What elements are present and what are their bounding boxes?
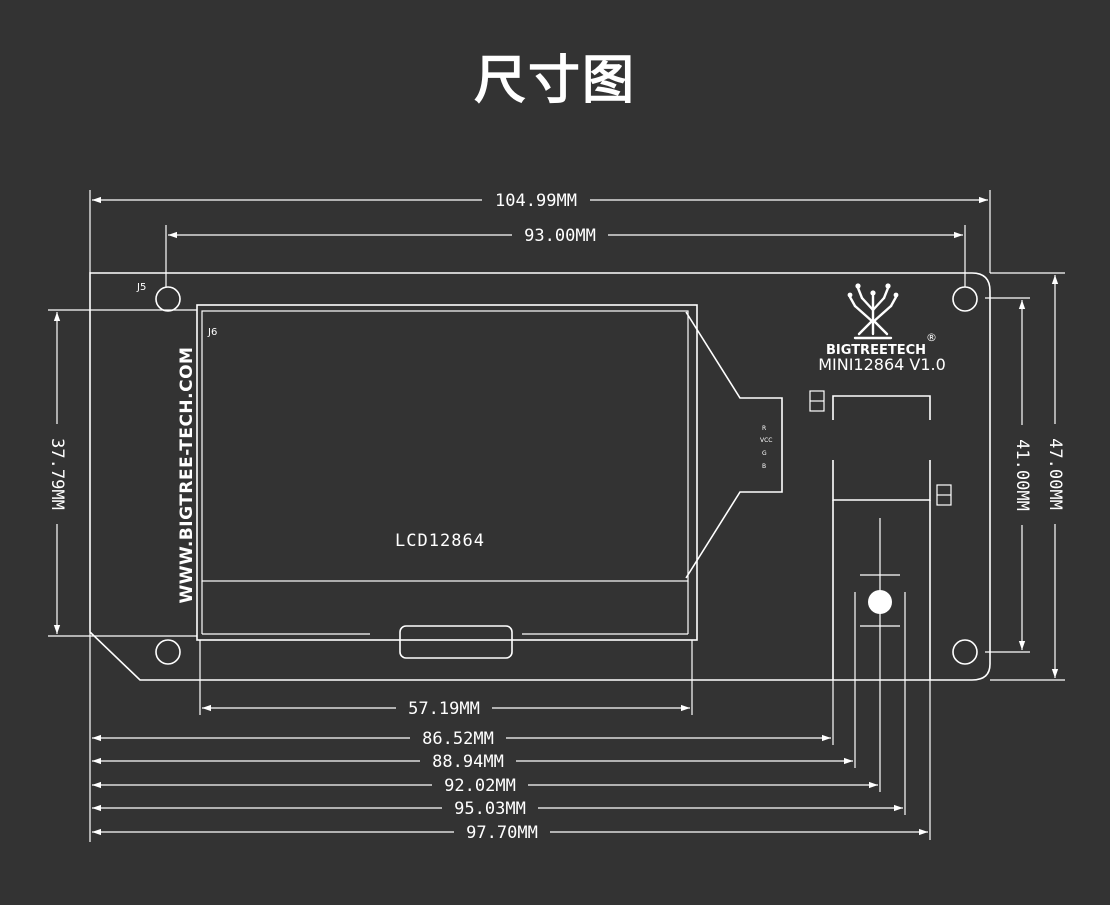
pin-r: R (762, 425, 766, 432)
dim-overall-width: 104.99MM (495, 191, 577, 211)
mount-hole-top-right (952, 286, 978, 312)
pin-b: B (762, 463, 766, 470)
lcd-frame-inner (201, 310, 689, 582)
registered-mark: ® (926, 331, 937, 344)
lcd-frame-outer (196, 304, 698, 641)
dim-d2: 88.94MM (432, 752, 504, 772)
label-j6: J6 (207, 327, 217, 338)
encoder-knob-icon (868, 590, 892, 614)
dim-d1: 86.52MM (422, 729, 494, 749)
mount-hole-bottom-left (155, 639, 181, 665)
encoder-body-lower (832, 460, 931, 501)
website-text: WWW.BIGTREE-TECH.COM (177, 347, 197, 604)
encoder-body-upper (832, 395, 931, 420)
dim-hole-spacing-y: 41.00MM (1012, 439, 1032, 511)
pin-vcc: VCC (760, 437, 772, 444)
brand-text: BIGTREETECH (826, 343, 926, 358)
mount-hole-top-left (155, 286, 181, 312)
pin-g: G (762, 450, 767, 457)
mount-hole-bottom-right (952, 639, 978, 665)
dim-hole-spacing-x: 93.00MM (524, 226, 596, 246)
dim-lcd-height: 37.79MM (47, 438, 67, 510)
dim-d5: 97.70MM (466, 823, 538, 843)
page-title: 尺寸图 (473, 51, 636, 111)
dim-lcd-width: 57.19MM (408, 699, 480, 719)
dim-d4: 95.03MM (454, 799, 526, 819)
model-text: MINI12864 V1.0 (818, 355, 946, 374)
dim-d3: 92.02MM (444, 776, 516, 796)
board-outline (89, 272, 991, 681)
lcd-label: LCD12864 (395, 531, 485, 551)
bigtreetech-logo-icon (847, 283, 899, 340)
lcd-flex-ribbon (685, 311, 783, 579)
label-j5: J5 (136, 282, 146, 293)
lcd-connector-slot (399, 625, 513, 659)
dim-overall-height: 47.00MM (1045, 438, 1065, 510)
